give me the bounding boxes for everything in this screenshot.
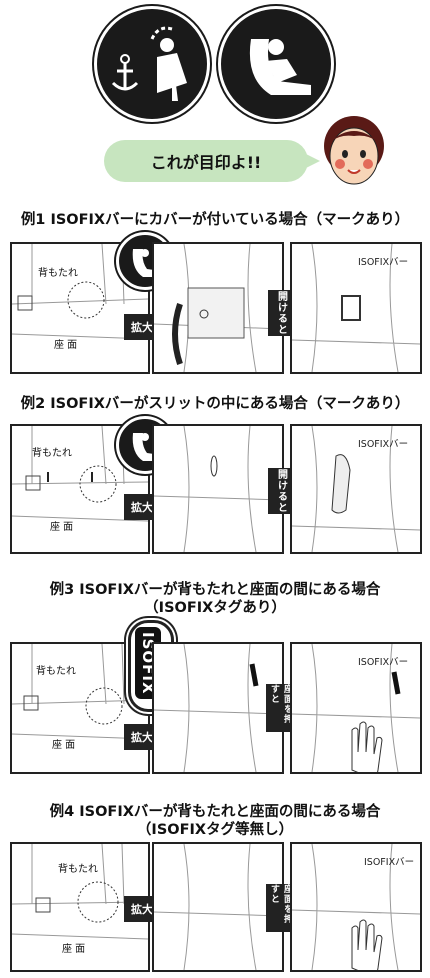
example-4-result-panel: ISOFIXバー	[290, 842, 422, 972]
child-seat-anchor-icon	[94, 6, 210, 122]
example-4-title-line2: （ISOFIXタグ等無し）	[136, 822, 294, 838]
seat-label: 座 面	[62, 944, 86, 955]
example-3-zoom-panel	[152, 642, 284, 774]
isofix-bar-label: ISOFIXバー	[364, 857, 415, 868]
callout-bubble: これが目印よ!!	[104, 140, 320, 182]
backrest-label: 背もたれ	[38, 268, 78, 279]
example-3-seat-panel: 背もたれ 座 面	[10, 642, 150, 774]
open-arrow: 開けると	[268, 468, 294, 514]
backrest-label: 背もたれ	[36, 666, 76, 677]
example-4-title-line1: 例4 ISOFIXバーが背もたれと座面の間にある場合	[49, 804, 381, 820]
example-1-zoom-panel	[152, 242, 284, 374]
seat-label: 座 面	[52, 740, 76, 751]
example-2-zoom-panel	[152, 424, 284, 554]
example-3-title-line1: 例3 ISOFIXバーが背もたれと座面の間にある場合	[49, 582, 381, 598]
example-3-result-panel: ISOFIXバー	[290, 642, 422, 774]
example-2-result-panel: ISOFIXバー	[290, 424, 422, 554]
hand-icon	[351, 919, 383, 970]
isofix-bar-label: ISOFIXバー	[358, 257, 409, 268]
girl-face-icon	[318, 112, 390, 192]
seat-label: 座 面	[54, 340, 78, 351]
seat-label: 座 面	[50, 522, 74, 533]
callout-text: これが目印よ!!	[150, 153, 262, 172]
backrest-label: 背もたれ	[32, 448, 72, 459]
example-4-zoom-panel	[152, 842, 284, 972]
child-seat-icon	[218, 6, 334, 122]
hand-icon	[351, 721, 383, 772]
example-2-title: 例2 ISOFIXバーがスリットの中にある場合（マークあり）	[20, 396, 410, 412]
backrest-label: 背もたれ	[58, 864, 98, 875]
open-arrow: 開けると	[268, 290, 294, 336]
isofix-bar-label: ISOFIXバー	[358, 657, 409, 668]
example-1-title: 例1 ISOFIXバーにカバーが付いている場合（マークあり）	[20, 212, 410, 228]
example-1-result-panel: ISOFIXバー	[290, 242, 422, 374]
isofix-bar-label: ISOFIXバー	[358, 439, 409, 450]
example-3-title-line2: （ISOFIXタグあり）	[144, 600, 286, 616]
